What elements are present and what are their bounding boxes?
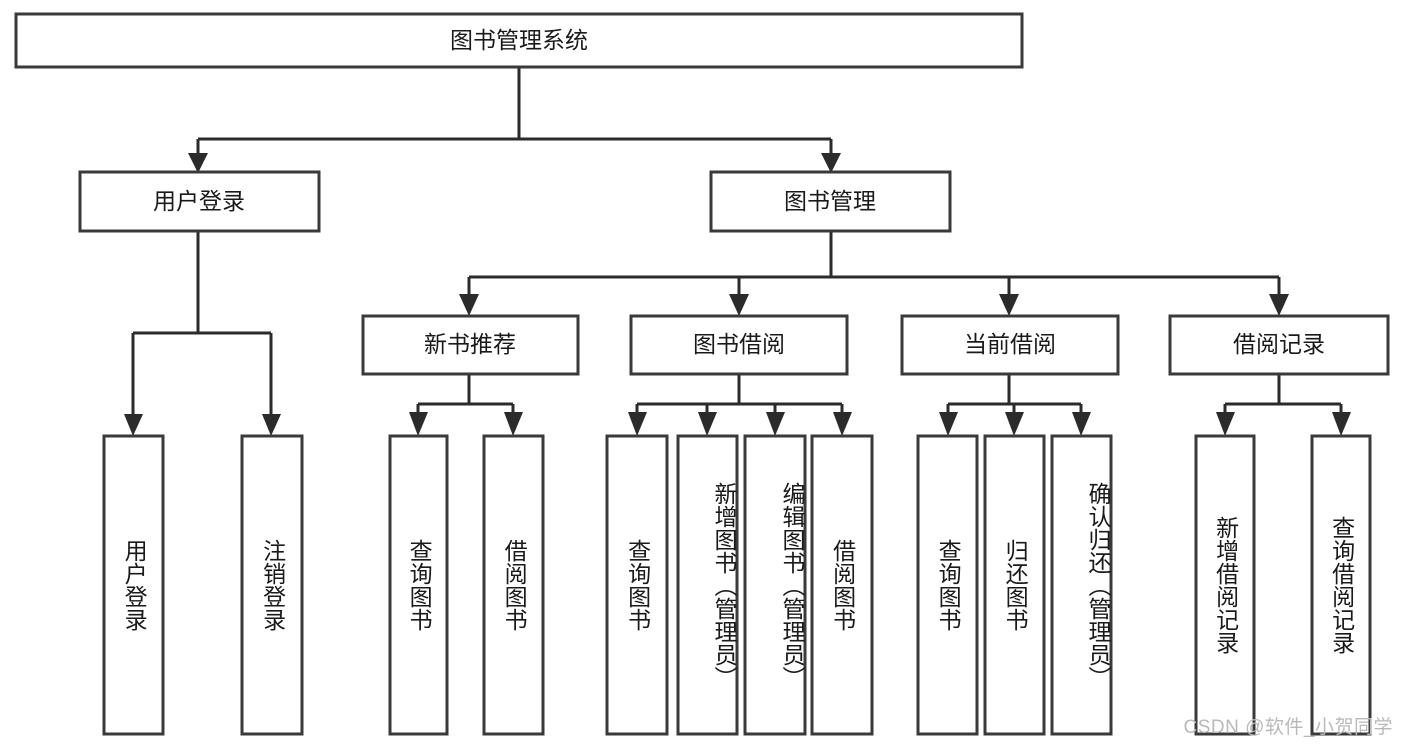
arrow-head-leaf-query-book-1 xyxy=(409,412,428,436)
node-leaf-query-book-1-box[interactable] xyxy=(388,434,449,736)
node-leaf-borrow-book-2-box[interactable] xyxy=(810,434,874,736)
arrow-head-leaf-query-record xyxy=(1332,412,1351,436)
connector-group-new-book-recommend xyxy=(409,374,523,436)
node-leaf-query-book-3-box[interactable] xyxy=(916,434,979,736)
arrow-head-book-manage xyxy=(821,153,841,173)
node-book-borrow-box[interactable] xyxy=(629,314,849,376)
arrow-head-current-borrow xyxy=(999,294,1019,316)
node-root-box[interactable] xyxy=(14,12,1024,69)
node-leaf-return-book-box[interactable] xyxy=(983,434,1046,736)
node-leaf-query-record-box[interactable] xyxy=(1310,434,1372,736)
arrow-head-leaf-user-logout xyxy=(262,414,281,436)
node-leaf-borrow-book-1-box[interactable] xyxy=(482,434,545,736)
connector-group-root xyxy=(188,67,841,173)
node-leaf-confirm-return-box[interactable] xyxy=(1050,434,1113,736)
arrow-head-leaf-add-book xyxy=(698,412,717,436)
arrow-head-leaf-confirm-return xyxy=(1072,412,1091,436)
arrow-head-new-book-recommend xyxy=(459,294,479,316)
node-leaf-add-record-box[interactable] xyxy=(1194,434,1256,736)
arrow-head-leaf-query-book-3 xyxy=(939,412,958,436)
arrow-head-leaf-borrow-book-1 xyxy=(504,412,523,436)
node-leaf-add-book-box[interactable] xyxy=(676,434,739,736)
connector-group-borrow-record xyxy=(1216,374,1351,436)
arrow-head-borrow-record xyxy=(1269,294,1289,316)
connector-group-user-login xyxy=(124,231,281,436)
connector-group-book-manage xyxy=(459,231,1289,316)
node-current-borrow-box[interactable] xyxy=(900,314,1120,376)
node-new-book-recommend-label: 新书推荐 xyxy=(424,331,516,357)
node-current-borrow-label: 当前借阅 xyxy=(964,331,1056,357)
arrow-head-leaf-add-record xyxy=(1216,412,1235,436)
node-new-book-recommend-box[interactable] xyxy=(361,314,580,376)
node-leaf-query-book-2-box[interactable] xyxy=(605,434,669,736)
arrow-head-leaf-edit-book xyxy=(766,412,785,436)
node-leaf-edit-book-box[interactable] xyxy=(743,434,807,736)
node-user-login-label: 用户登录 xyxy=(153,188,245,214)
arrow-head-leaf-user-login xyxy=(124,414,143,436)
arrow-head-leaf-query-book-2 xyxy=(628,412,647,436)
node-book-borrow-label: 图书借阅 xyxy=(693,331,785,357)
arrow-head-leaf-borrow-book-2 xyxy=(833,412,852,436)
connector-group-current-borrow xyxy=(939,374,1091,436)
connector-group-book-borrow xyxy=(628,374,852,436)
node-borrow-record-box[interactable] xyxy=(1168,314,1390,376)
node-book-manage-box[interactable] xyxy=(709,170,952,233)
node-leaf-user-login-box[interactable] xyxy=(102,434,165,736)
watermark-text: CSDN @软件_小贺同学 xyxy=(1183,717,1393,738)
node-borrow-record-label: 借阅记录 xyxy=(1233,331,1325,357)
node-book-manage-label: 图书管理 xyxy=(784,188,876,214)
node-root-label: 图书管理系统 xyxy=(450,27,588,53)
node-user-login-box[interactable] xyxy=(78,170,321,233)
arrow-head-book-borrow xyxy=(729,294,749,316)
arrow-head-user-login xyxy=(188,153,208,173)
node-leaf-user-logout-box[interactable] xyxy=(240,434,304,736)
arrow-head-leaf-return-book xyxy=(1005,412,1024,436)
